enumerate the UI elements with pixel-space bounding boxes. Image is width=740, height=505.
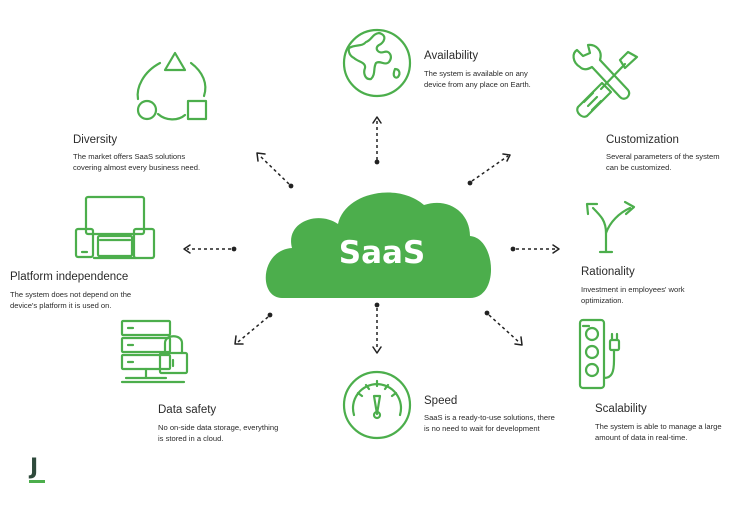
tools-icon [572, 43, 639, 118]
platform-independence-title: Platform independence [10, 271, 129, 283]
scalability-desc: The system is able to manage a large amo… [595, 421, 722, 443]
data-safety-title: Data safety [158, 404, 217, 416]
shapes-cycle-icon [136, 51, 208, 121]
customization-desc: Several parameters of the system can be … [606, 151, 720, 173]
scalability-desc-line-2: amount of data in real-time. [595, 433, 688, 442]
devices-icon [74, 195, 156, 260]
speed-title: Speed [424, 395, 458, 407]
availability-title: Availability [424, 50, 479, 62]
arrow-data-safety [234, 312, 273, 345]
customization-title: Customization [606, 134, 679, 146]
diversity-title: Diversity [73, 134, 118, 146]
availability-desc-line-1: The system is available on any [424, 69, 528, 78]
speed-desc-line-1: SaaS is a ready-to-use solutions, there [424, 413, 555, 422]
data-safety-desc: No on-side data storage, everything is s… [158, 422, 278, 444]
customization-desc-line-2: can be customized. [606, 163, 672, 172]
arrow-rationality [510, 244, 560, 254]
platform-independence-desc-line-1: The system does not depend on the [10, 290, 132, 299]
platform-independence-desc-line-2: device's platform it is used on. [10, 301, 112, 310]
arrow-speed [372, 302, 382, 354]
globe-icon [342, 28, 412, 98]
arrow-customization [467, 153, 511, 186]
brand-logo-graphic: J [28, 455, 45, 483]
scalability-title: Scalability [595, 403, 647, 415]
speedometer-icon [342, 370, 412, 440]
customization-desc-line-1: Several parameters of the system [606, 152, 720, 161]
rationality-title: Rationality [581, 266, 635, 278]
data-safety-desc-line-2: is stored in a cloud. [158, 434, 224, 443]
arrow-platform [183, 244, 237, 254]
server-lock-icon [120, 319, 189, 384]
speed-desc: SaaS is a ready-to-use solutions, there … [424, 412, 555, 434]
data-safety-desc-line-1: No on-side data storage, everything [158, 423, 279, 432]
diversity-desc-line-1: The market offers SaaS solutions [73, 152, 186, 161]
availability-desc: The system is available on any device fr… [424, 68, 531, 90]
arrow-diversity [256, 152, 294, 189]
diversity-desc: The market offers SaaS solutions coverin… [73, 151, 200, 173]
power-strip-icon [578, 318, 621, 390]
availability-desc-line-2: device from any place on Earth. [424, 80, 531, 89]
brand-logo-icon: J [28, 452, 48, 491]
rationality-desc: Investment in employees' work optimizati… [581, 284, 685, 306]
split-arrow-icon [585, 200, 636, 254]
saas-cloud [265, 192, 492, 298]
scalability-desc-line-1: The system is able to manage a large [595, 422, 722, 431]
brand-logo-letter: J [28, 455, 38, 480]
rationality-desc-line-2: optimization. [581, 296, 624, 305]
arrow-scalability [484, 310, 523, 346]
rationality-desc-line-1: Investment in employees' work [581, 285, 685, 294]
saas-label: SaaS [339, 235, 426, 271]
diversity-desc-line-2: covering almost every business need. [73, 163, 201, 172]
arrow-availability [372, 116, 382, 165]
platform-independence-desc: The system does not depend on the device… [10, 289, 131, 311]
speed-desc-line-2: is no need to wait for development [424, 424, 540, 433]
